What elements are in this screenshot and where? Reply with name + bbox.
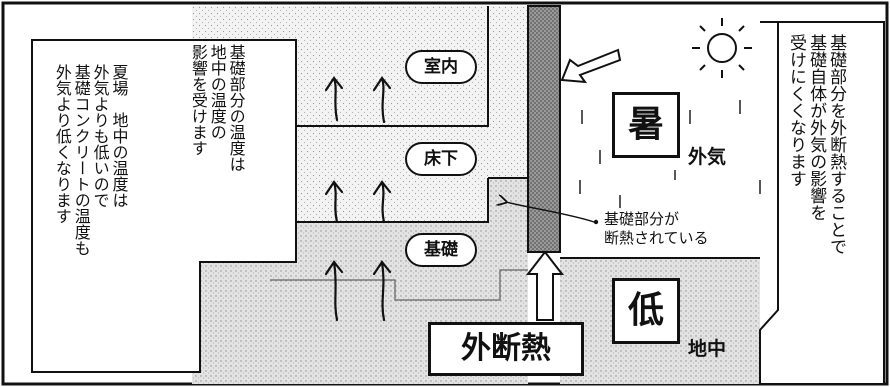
right-note: 基礎部分を外断熱することで 基礎自体が外気の影響を 受けにくくなります [786, 34, 847, 255]
heat-arrow-icon [560, 48, 622, 84]
callout-pointer [506, 202, 595, 223]
insulation-layer [527, 5, 561, 253]
right-note-box [759, 21, 885, 385]
low-label: 低 [612, 278, 680, 344]
underground-label: 地中 [688, 338, 727, 360]
label-foundation: 基礎 [405, 233, 477, 267]
left-note-upper: 基礎部分の温度は 地中の温度の 影響を受けます [188, 44, 246, 172]
label-indoor: 室内 [405, 50, 477, 84]
external-insulation-label: 外断熱 [428, 322, 584, 376]
left-note-lower: 夏場 地中の温度は 外気よりも低いので 基礎コンクリートの温度も 外気より低くな… [52, 64, 129, 256]
hot-label: 暑 [612, 92, 680, 158]
heat-flow-arrows [324, 76, 392, 322]
outside-air-label: 外気 [688, 146, 727, 168]
heat-rays [579, 100, 761, 208]
left-note-box [31, 39, 297, 373]
footing-line [270, 269, 528, 301]
callout-text: 基礎部分が 断熱されている [604, 210, 709, 247]
label-underfloor: 床下 [405, 142, 477, 176]
insulation-up-arrow-icon [525, 250, 565, 321]
sun-icon [692, 18, 752, 78]
